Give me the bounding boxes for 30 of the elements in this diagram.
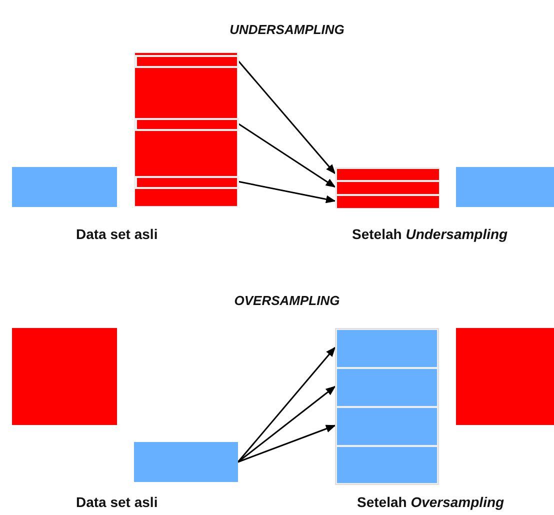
caption-text: Data set asli	[76, 226, 158, 242]
sample-stripe	[336, 195, 440, 209]
sample-stripe	[336, 181, 440, 195]
arrow	[238, 180, 336, 204]
arrow	[238, 122, 336, 188]
data-bar	[456, 167, 554, 207]
sample-stripe	[135, 55, 239, 68]
sample-stripe	[336, 368, 438, 407]
arrow	[237, 60, 336, 174]
sample-stripe	[336, 446, 438, 484]
caption-text: Data set asli	[76, 494, 158, 510]
section-heading: UNDERSAMPLING	[230, 22, 344, 37]
sample-stripe	[135, 118, 239, 131]
sample-stripe	[336, 329, 438, 368]
data-bar	[12, 167, 117, 207]
arrow	[238, 424, 336, 463]
sample-stripe	[336, 168, 440, 181]
data-bar	[134, 442, 238, 482]
data-bar	[456, 328, 554, 425]
data-bar	[335, 167, 439, 208]
caption-text: Setelah Undersampling	[352, 226, 508, 242]
sample-stripe	[336, 407, 438, 446]
data-bar	[12, 328, 117, 425]
caption-text: Setelah Oversampling	[357, 494, 504, 510]
data-bar	[134, 52, 238, 207]
sample-stripe	[135, 176, 239, 189]
section-heading: OVERSAMPLING	[234, 293, 340, 308]
arrow	[237, 346, 336, 462]
data-bar	[335, 328, 439, 485]
arrow	[238, 386, 336, 463]
